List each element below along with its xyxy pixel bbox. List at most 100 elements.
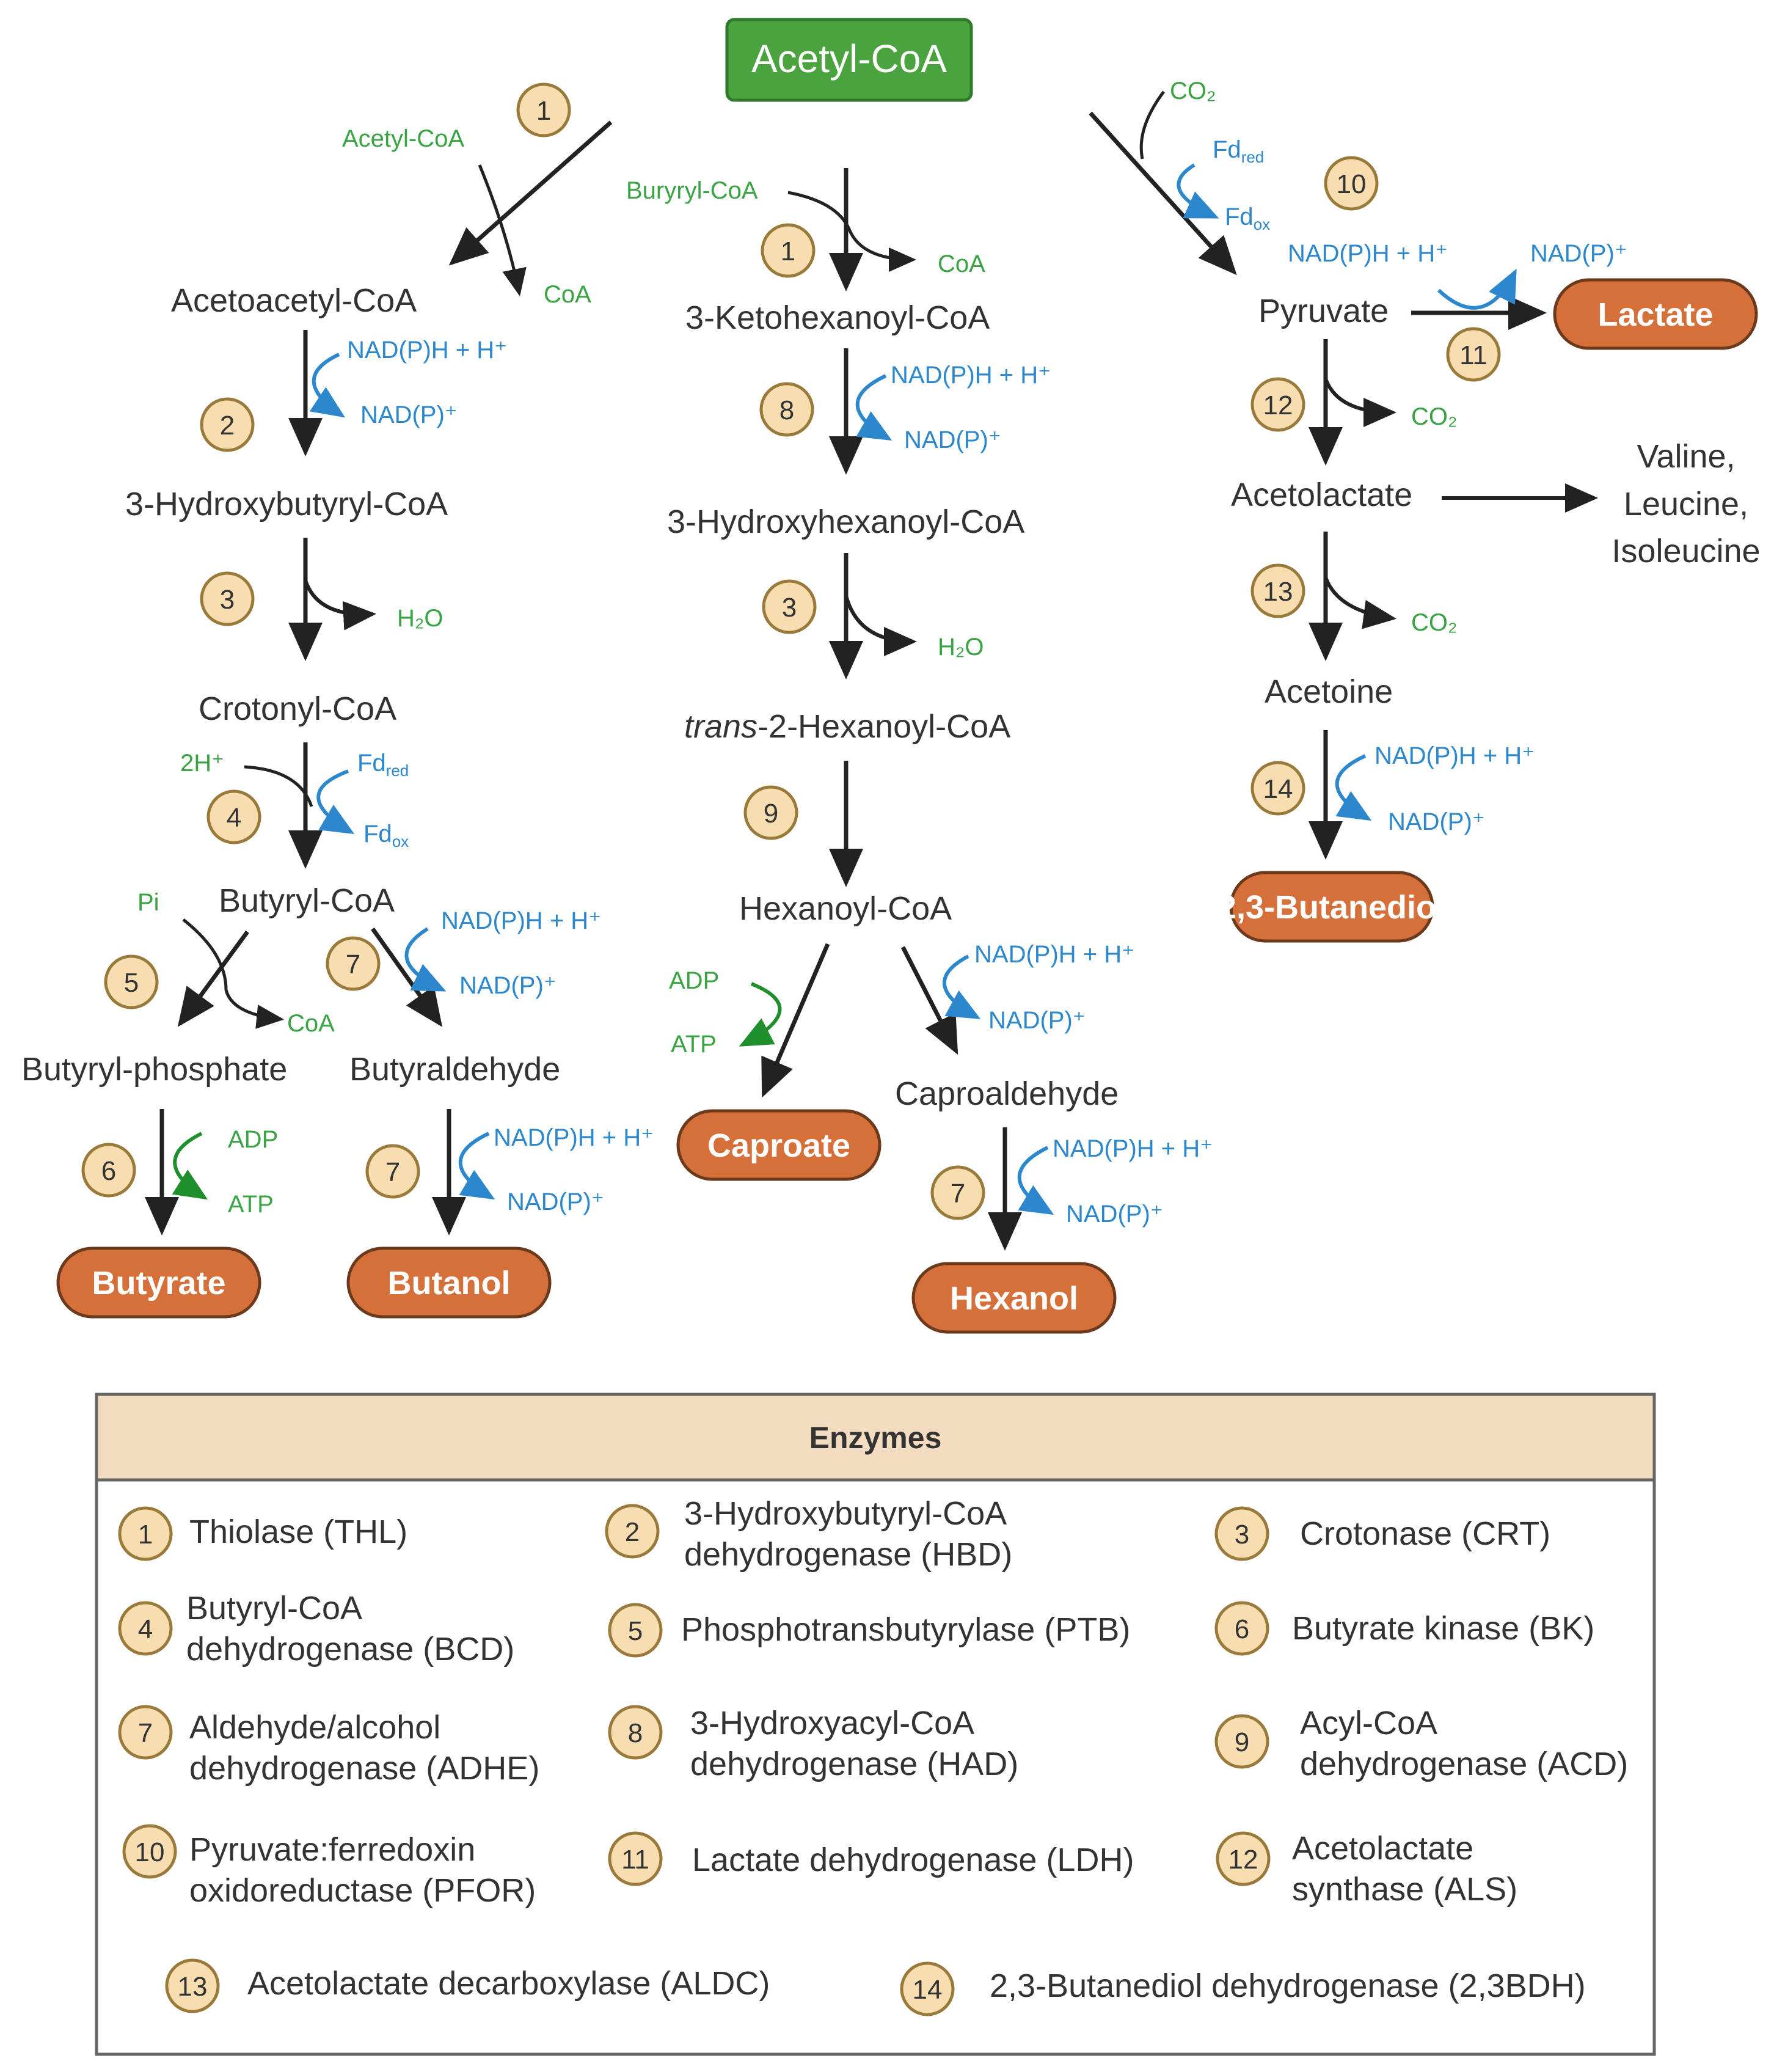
enzyme-7-line2: dehydrogenase (ADHE) bbox=[189, 1750, 539, 1787]
cof-acetylcoa: Acetyl-CoA bbox=[342, 125, 464, 152]
product-lactate-label: Lactate bbox=[1597, 296, 1713, 333]
arrow-nad-7a bbox=[404, 927, 447, 992]
enzyme-num-11: 11 bbox=[621, 1845, 649, 1875]
cof-adp-6: ADP bbox=[228, 1126, 278, 1153]
cof-coa-1: CoA bbox=[544, 281, 591, 308]
step-badge-1a bbox=[516, 82, 571, 137]
arrow-fd-10 bbox=[1177, 163, 1219, 219]
fd-red-sub: red bbox=[1241, 148, 1265, 166]
step-num-7a: 7 bbox=[346, 950, 360, 979]
met-acetolactate: Acetolactate bbox=[1231, 477, 1412, 513]
enzyme-1-line1: Thiolase (THL) bbox=[189, 1514, 407, 1550]
step-badge-9 bbox=[743, 785, 798, 840]
enzymes-box bbox=[95, 1393, 1656, 2056]
met-butyryl-coa: Butyryl-CoA bbox=[219, 882, 395, 919]
enzyme-badge-12 bbox=[1216, 1831, 1271, 1886]
enzyme-14-line1: 2,3-Butanediol dehydrogenase (2,3BDH) bbox=[990, 1968, 1586, 2004]
met-pyruvate: Pyruvate bbox=[1258, 293, 1389, 329]
arrow-2h-4 bbox=[244, 765, 313, 807]
cof-fdox-10: Fdox bbox=[1225, 203, 1270, 233]
cof-nadph-7b: NAD(P)H + H⁺ bbox=[494, 1124, 654, 1151]
fd-red-sub: red bbox=[386, 761, 409, 780]
arrow-to-caproate bbox=[761, 943, 830, 1098]
cof-atp-cap: ATP bbox=[671, 1031, 717, 1058]
arrow-co2-13 bbox=[1324, 576, 1396, 629]
met-isoleucine: Isoleucine bbox=[1612, 533, 1760, 569]
enzyme-9-line2: dehydrogenase (ACD) bbox=[1300, 1746, 1628, 1782]
enzyme-10-line1: Pyruvate:ferredoxin bbox=[189, 1831, 475, 1868]
cof-co2-13: CO₂ bbox=[1411, 609, 1458, 636]
step-num-12: 12 bbox=[1263, 390, 1293, 420]
step-num-6: 6 bbox=[101, 1156, 116, 1186]
arrow-step10 bbox=[1089, 111, 1237, 276]
trans-prefix: trans bbox=[684, 708, 757, 745]
step-badge-2 bbox=[200, 397, 255, 452]
enzyme-badge-5 bbox=[608, 1603, 663, 1658]
step-num-1b: 1 bbox=[781, 236, 795, 266]
fd-label: Fd bbox=[363, 821, 392, 847]
enzyme-badge-2 bbox=[605, 1504, 660, 1559]
product-butyrate-label: Butyrate bbox=[92, 1265, 225, 1301]
fd-ox-sub: ox bbox=[392, 832, 409, 851]
enzyme-9-line1: Acyl-CoA bbox=[1300, 1705, 1437, 1741]
met-acetoacetyl-coa: Acetoacetyl-CoA bbox=[171, 282, 417, 319]
enzyme-badge-13 bbox=[165, 1958, 220, 2013]
enzyme-10-line2: oxidoreductase (PFOR) bbox=[189, 1872, 536, 1909]
enzymes-title: Enzymes bbox=[809, 1421, 942, 1455]
enzyme-num-4: 4 bbox=[138, 1614, 153, 1644]
enzyme-badge-4 bbox=[118, 1601, 173, 1656]
cof-nadph-7d: NAD(P)H + H⁺ bbox=[1053, 1135, 1213, 1162]
arrow-nad-7c bbox=[943, 954, 981, 1019]
met-butyraldehyde: Butyraldehyde bbox=[349, 1051, 560, 1088]
cof-nadph-2: NAD(P)H + H⁺ bbox=[347, 337, 507, 364]
cof-nadp-7d: NAD(P)⁺ bbox=[1066, 1201, 1163, 1228]
arrow-to-caproaldehyde bbox=[900, 946, 958, 1055]
enzyme-badge-3 bbox=[1214, 1506, 1269, 1561]
cof-pi-5: Pi bbox=[137, 889, 159, 916]
enzyme-num-14: 14 bbox=[913, 1975, 943, 2005]
arrow-nad-11 bbox=[1437, 268, 1517, 310]
cof-buryryl-coa: Buryryl-CoA bbox=[626, 177, 758, 204]
enzyme-num-8: 8 bbox=[628, 1718, 643, 1748]
fd-label: Fd bbox=[1213, 136, 1241, 163]
arrow-pi-5 bbox=[182, 918, 284, 1029]
cof-coa-1b: CoA bbox=[938, 251, 985, 277]
step-num-1a: 1 bbox=[536, 96, 551, 126]
enzyme-badge-10 bbox=[122, 1824, 177, 1879]
enzyme-badge-6 bbox=[1214, 1601, 1269, 1656]
met-trans-hexanoyl-coa: trans-2-Hexanoyl-CoA bbox=[684, 708, 1010, 745]
step-badge-7a bbox=[326, 936, 381, 991]
enzyme-num-1: 1 bbox=[138, 1520, 153, 1550]
cof-nadph-11: NAD(P)H + H⁺ bbox=[1288, 240, 1448, 267]
arrow-step7a bbox=[371, 927, 443, 1027]
cof-nadp-14: NAD(P)⁺ bbox=[1388, 808, 1485, 835]
cof-nadp-2: NAD(P)⁺ bbox=[360, 401, 458, 428]
enzyme-4-line2: dehydrogenase (BCD) bbox=[186, 1631, 514, 1667]
step-num-7c: 7 bbox=[951, 1179, 965, 1209]
enzyme-num-13: 13 bbox=[178, 1972, 208, 2002]
enzymes-header bbox=[95, 1393, 1656, 1482]
enzyme-badge-8 bbox=[608, 1705, 663, 1760]
enzyme-2-line1: 3-Hydroxybutyryl-CoA bbox=[684, 1495, 1007, 1532]
step-badge-11 bbox=[1446, 327, 1501, 382]
arrow-thl-butyryl bbox=[448, 120, 613, 266]
cof-fdox-4: Fdox bbox=[363, 821, 409, 851]
step-num-14: 14 bbox=[1263, 774, 1293, 804]
step-badge-7b bbox=[365, 1144, 420, 1199]
enzyme-num-12: 12 bbox=[1228, 1845, 1258, 1875]
product-butyrate bbox=[56, 1246, 261, 1319]
enzyme-badge-11 bbox=[608, 1831, 663, 1886]
enzyme-num-7: 7 bbox=[138, 1718, 153, 1748]
cof-adp-cap: ADP bbox=[669, 967, 719, 994]
product-hexanol bbox=[911, 1262, 1117, 1334]
start-label: Acetyl-CoA bbox=[751, 37, 947, 81]
step-badge-3b bbox=[762, 579, 817, 634]
enzyme-8-line1: 3-Hydroxyacyl-CoA bbox=[690, 1705, 974, 1741]
cof-atp-6: ATP bbox=[228, 1191, 274, 1218]
arrow-h2o-3b bbox=[844, 595, 917, 656]
arrow-nad-14 bbox=[1335, 754, 1372, 821]
fd-label: Fd bbox=[1225, 203, 1254, 230]
met-leucine: Leucine, bbox=[1624, 486, 1748, 522]
product-lactate bbox=[1553, 278, 1758, 350]
cof-nadp-8: NAD(P)⁺ bbox=[904, 426, 1001, 453]
